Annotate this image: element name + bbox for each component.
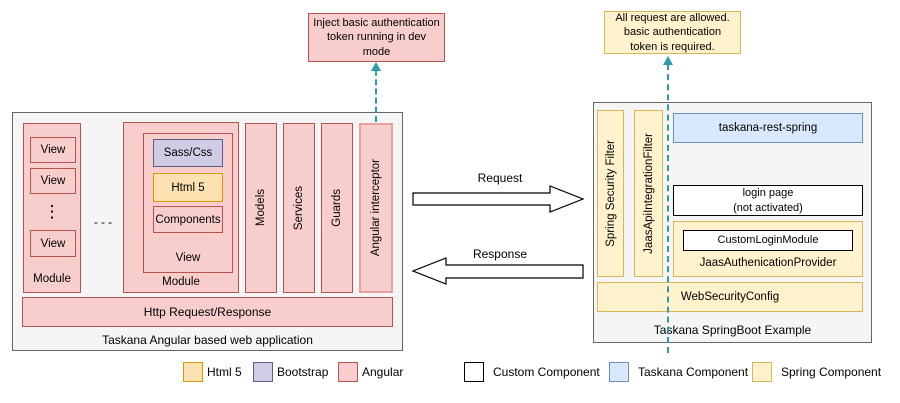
dashed-arrow-right (667, 64, 669, 353)
taskana-component-swatch (609, 362, 629, 382)
view-box: View (30, 137, 76, 163)
taskana-rest-spring-box: taskana-rest-spring (673, 113, 863, 143)
legend-item-custom-component: Custom Component (464, 362, 600, 382)
http-request-response-bar: Http Request/Response (22, 297, 393, 327)
module-2-label: Module (162, 276, 200, 288)
legend-item-html5: Html 5 (183, 362, 242, 382)
angular-app-title: Taskana Angular based web application (102, 333, 313, 347)
login-page-line: login page (742, 187, 794, 200)
jaas-authentication-provider-label: JaasAuthenicationProvider (699, 257, 837, 269)
legend-label: Angular (362, 365, 404, 379)
more-modules-ellipsis: - - - (94, 217, 112, 229)
legend-item-spring-component: Spring Component (752, 362, 881, 382)
request-arrow-icon (412, 185, 585, 213)
note-line: All request are allowed. (615, 11, 730, 24)
response-label: Response (472, 247, 528, 261)
legend-label: Html 5 (207, 365, 242, 379)
bootstrap-swatch (253, 362, 273, 382)
html5-swatch (183, 362, 203, 382)
dev-mode-note: Inject basic authentication token runnin… (308, 13, 445, 62)
spring-security-filter-column: Spring Security Filter (597, 110, 624, 277)
legend-label: Spring Component (781, 365, 882, 379)
dashed-arrow-left (375, 70, 377, 122)
angular-swatch (338, 362, 358, 382)
note-line: Inject basic authentication (313, 16, 440, 29)
flow-arrows (411, 185, 585, 285)
models-column: Models (245, 123, 277, 293)
spring-security-filter-label: Spring Security Filter (604, 140, 617, 247)
sass-css-box: Sass/Css (153, 139, 223, 167)
legend-label: Taskana Component (638, 365, 749, 379)
services-label: Services (293, 185, 305, 231)
login-page-box: login page (not activated) (673, 185, 863, 216)
custom-login-module-box: CustomLoginModule (683, 230, 853, 251)
legend-label: Bootstrap (277, 365, 329, 379)
note-line: mode (362, 45, 391, 58)
request-label: Request (477, 171, 523, 185)
guards-column: Guards (321, 123, 353, 293)
view-box: View (30, 168, 76, 194)
html5-box: Html 5 (153, 173, 223, 202)
spring-component-swatch (752, 362, 772, 382)
dashed-arrowhead-icon (371, 62, 381, 71)
web-security-config-box: WebSecurityConfig (597, 282, 863, 312)
view-box: View (30, 230, 76, 257)
models-label: Models (255, 189, 267, 227)
note-line: basic authentication (623, 26, 722, 39)
angular-interceptor-column: Angular interceptor (359, 123, 393, 293)
dashed-arrowhead-icon (663, 56, 673, 65)
jaas-api-integration-filter-label: JaasApiIntegrationFilter (642, 133, 655, 254)
angular-interceptor-label: Angular interceptor (370, 159, 382, 257)
services-column: Services (283, 123, 315, 293)
legend-item-angular: Angular (338, 362, 403, 382)
guards-label: Guards (331, 189, 343, 227)
springboot-title: Taskana SpringBoot Example (653, 323, 812, 337)
note-line: token is required. (630, 40, 715, 53)
module-1-label: Module (33, 273, 71, 285)
legend-label: Custom Component (493, 365, 600, 379)
response-arrow-icon (411, 257, 584, 285)
auth-required-note: All request are allowed. basic authentic… (604, 11, 741, 54)
custom-component-swatch (464, 362, 484, 382)
module-2-view-label: View (175, 252, 201, 264)
login-page-line: (not activated) (733, 201, 803, 214)
vertical-ellipsis: ⋮ (43, 202, 61, 221)
jaas-api-integration-filter-column: JaasApiIntegrationFilter (634, 110, 663, 277)
legend-item-bootstrap: Bootstrap (253, 362, 328, 382)
components-box: Components (153, 206, 223, 233)
note-line: token running in dev (326, 31, 427, 44)
legend-item-taskana-component: Taskana Component (609, 362, 748, 382)
